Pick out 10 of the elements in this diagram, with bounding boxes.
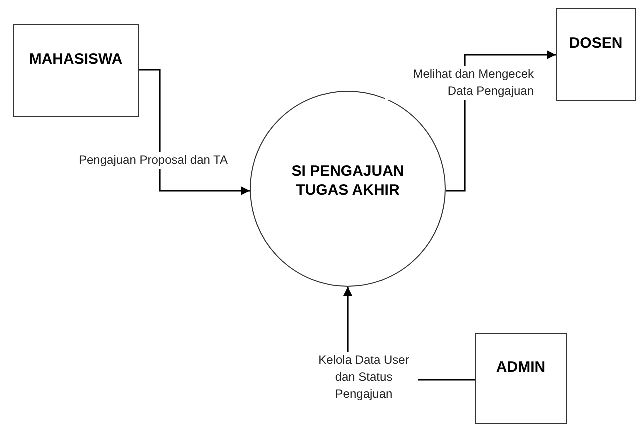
edge-label: Melihat dan Mengecek Data Pengajuan (385, 66, 535, 100)
entity-box (13, 24, 139, 117)
node-label: MAHASISWA (29, 50, 123, 70)
node-label: ADMIN (496, 358, 546, 378)
edge-label: Pengajuan Proposal dan TA (78, 152, 229, 169)
node-label: DOSEN (569, 34, 623, 54)
arrow (139, 69, 250, 196)
node-label: SI PENGAJUAN TUGAS AKHIR (290, 162, 406, 200)
entity-box (556, 8, 636, 101)
entity-box (475, 333, 567, 424)
